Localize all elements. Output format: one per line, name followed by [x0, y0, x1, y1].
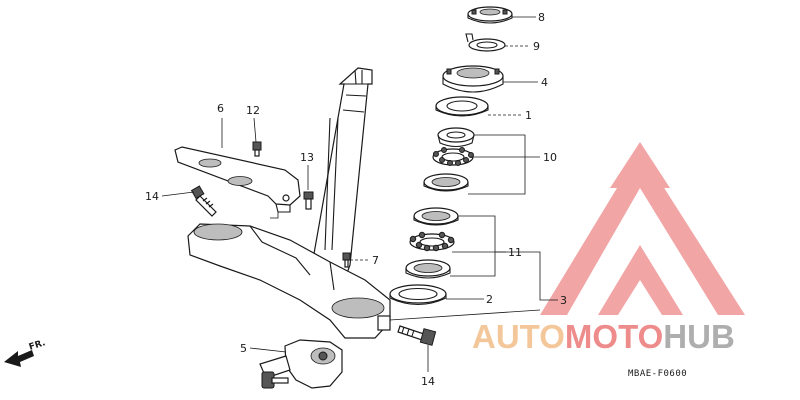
label-part-10: 10: [543, 151, 557, 164]
label-part-9: 9: [533, 40, 540, 53]
part-12-bolt: [252, 141, 262, 157]
diagram-code: MBAE-F0600: [628, 369, 687, 379]
label-part-11: 11: [508, 246, 522, 259]
part-6-cable-guide-bracket: [174, 146, 301, 213]
label-part-13: 13: [300, 151, 314, 164]
part-14-pinch-bolt-left: [190, 185, 217, 217]
label-part-6: 6: [217, 102, 224, 115]
label-part-4: 4: [541, 76, 548, 89]
part-13-bolt: [303, 191, 314, 210]
watermark-text-moto: MOTO: [565, 318, 663, 355]
watermark-logo: AUTOMOTOHUB: [472, 142, 745, 355]
leader-lines: [161, 16, 558, 372]
watermark-text: AUTOMOTOHUB: [472, 318, 735, 355]
part-11-lower-inner-race: [405, 259, 451, 279]
label-part-7: 7: [372, 254, 379, 267]
part-7-bolt: [342, 252, 351, 268]
part-11-lower-ball-bearing: [409, 231, 455, 252]
lower-triple-clamp: [187, 223, 391, 339]
front-arrow-icon: FR.: [4, 338, 47, 367]
part-11-lower-outer-race: [413, 207, 459, 226]
label-part-14-left: 14: [145, 190, 159, 203]
part-10-upper-ball-bearing: [432, 147, 474, 166]
part-8-lock-nut: [467, 6, 513, 24]
part-9-lock-washer: [465, 33, 506, 52]
part-1-dust-seal: [435, 96, 489, 117]
part-10-upper-inner-race: [437, 127, 475, 148]
watermark-text-hub: HUB: [663, 318, 735, 355]
label-part-5: 5: [240, 342, 247, 355]
part-4-adjusting-nut: [442, 65, 504, 93]
label-part-3: 3: [560, 294, 567, 307]
part-labels: 8 9 4 1 10 11 2 3 7 6 12 13 14 14 5: [145, 11, 567, 388]
part-2-lower-dust-seal: [389, 284, 447, 306]
label-part-8: 8: [538, 11, 545, 24]
label-part-1: 1: [525, 109, 532, 122]
part-5-ignition-switch: [259, 339, 343, 389]
watermark-triangle-icon: [540, 142, 745, 315]
front-arrow-label: FR.: [28, 338, 47, 353]
label-part-14-bottom: 14: [421, 375, 435, 388]
part-10-upper-outer-race: [423, 173, 469, 192]
watermark-text-auto: AUTO: [472, 318, 565, 355]
label-part-2: 2: [486, 293, 493, 306]
label-part-12: 12: [246, 104, 260, 117]
part-14-clamp-bolt-bottom: [397, 325, 437, 346]
